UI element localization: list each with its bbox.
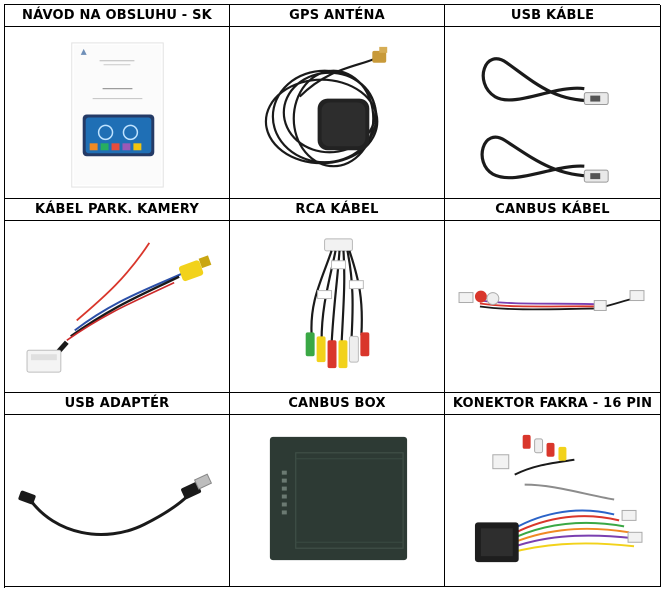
usb-cables-icon [480,57,609,183]
cell-canbus-box [230,415,445,587]
cell-gps-antenna [230,27,445,199]
manual-booklet-icon [71,42,164,188]
fakra-connector-icon [474,434,643,563]
usb-adapter-icon [18,473,213,536]
cell-manual [5,27,230,199]
gps-antenna-icon [264,46,388,168]
cell-canbus-cable [445,221,661,393]
header-usb-cables: USB KÁBLE [445,5,661,27]
header-canbus-box: CANBUS BOX [230,393,445,415]
cell-usb-adapter [5,415,230,587]
header-gps-antenna: GPS ANTÉNA [230,5,445,27]
header-rca-cable: RCA KÁBEL [230,199,445,221]
rca-cable-icon [305,238,370,369]
canbus-box-icon [269,436,408,561]
header-camera-cable: KÁBEL PARK. KAMERY [5,199,230,221]
header-usb-adapter: USB ADAPTÉR [5,393,230,415]
cell-rca-cable [230,221,445,393]
canbus-cable-icon [458,290,645,311]
accessories-table: NÁVOD NA OBSLUHU - SK GPS ANTÉNA USB KÁB… [4,4,661,588]
header-fakra-connector: KONEKTOR FAKRA - 16 PIN [445,393,661,415]
header-canbus-cable: CANBUS KÁBEL [445,199,661,221]
cell-usb-cables [445,27,661,199]
header-manual: NÁVOD NA OBSLUHU - SK [5,5,230,27]
cell-fakra-connector [445,415,661,587]
camera-cable-icon [26,242,212,373]
cell-camera-cable [5,221,230,393]
